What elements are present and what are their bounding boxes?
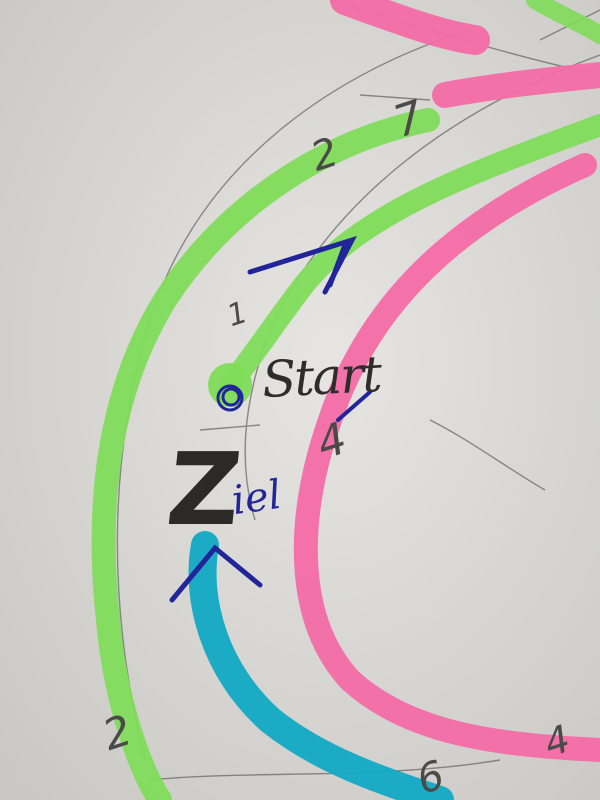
green-route-outer <box>91 108 440 800</box>
direction-arrow-icon <box>247 235 357 295</box>
green-route-top-right <box>526 0 600 44</box>
goal-label-rest: iel <box>229 471 285 525</box>
pink-route-upper <box>432 62 600 108</box>
direction-arrow-icon <box>169 544 263 603</box>
green-route-inner <box>219 114 600 396</box>
cyan-route <box>188 531 454 800</box>
start-circle-icon <box>216 384 244 412</box>
start-label: Start <box>260 344 382 410</box>
pink-route-top <box>330 0 490 55</box>
pink-route-arc <box>293 153 600 762</box>
ink-flourish <box>336 390 372 422</box>
